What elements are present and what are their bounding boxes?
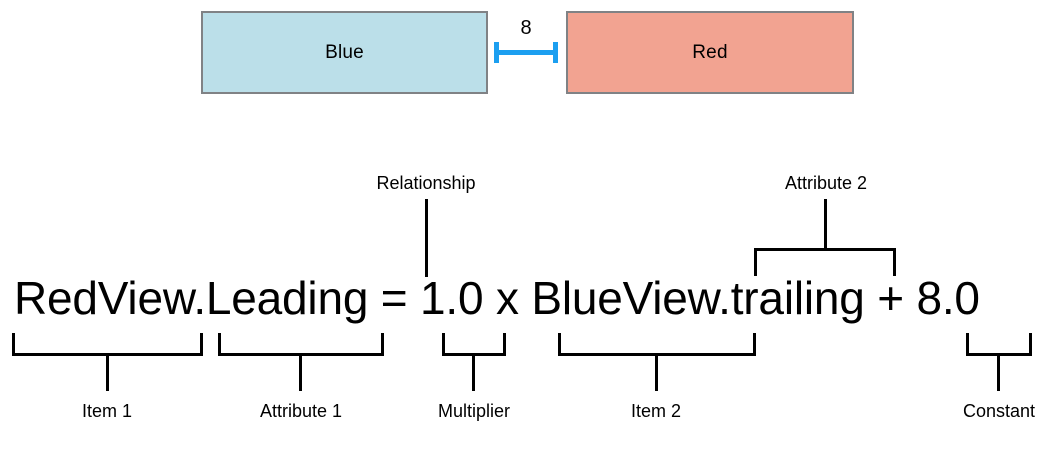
annotation-label-relationship: Relationship — [376, 173, 476, 193]
annotation-bracket-item-1 — [12, 333, 203, 356]
red-view-label: Red — [692, 41, 728, 63]
annotation-label-item-1: Item 1 — [81, 401, 133, 421]
annotation-stem-attribute-1 — [299, 355, 302, 391]
spacing-value-label: 8 — [520, 17, 532, 39]
horizontal-distance-indicator-icon — [494, 42, 558, 64]
annotation-bracket-item-2 — [558, 333, 756, 356]
blue-view-box[interactable]: Blue — [201, 11, 488, 94]
constraint-equation: RedView.Leading = 1.0 x BlueView.trailin… — [14, 272, 980, 324]
annotation-stem-item-2 — [655, 355, 658, 391]
annotation-stem-constant — [997, 355, 1000, 391]
annotation-label-attribute-2: Attribute 2 — [784, 173, 868, 193]
annotation-stem-multiplier — [472, 355, 475, 391]
distance-cap-right — [553, 42, 558, 63]
annotation-bracket-multiplier — [442, 333, 506, 356]
annotation-label-attribute-1: Attribute 1 — [259, 401, 343, 421]
annotation-bracket-attribute-1 — [218, 333, 384, 356]
annotation-label-constant: Constant — [962, 401, 1036, 421]
annotation-stem-attribute-2 — [824, 199, 827, 250]
annotation-bracket-attribute-2 — [754, 248, 896, 276]
annotation-bracket-constant — [966, 333, 1032, 356]
blue-view-label: Blue — [325, 41, 364, 63]
annotation-stem-item-1 — [106, 355, 109, 391]
red-view-box[interactable]: Red — [566, 11, 854, 94]
annotation-stem-relationship — [425, 199, 428, 277]
annotation-label-multiplier: Multiplier — [437, 401, 511, 421]
annotation-label-item-2: Item 2 — [630, 401, 682, 421]
distance-bar — [496, 50, 556, 55]
